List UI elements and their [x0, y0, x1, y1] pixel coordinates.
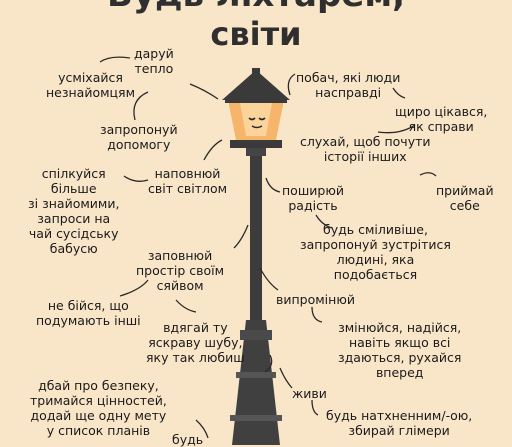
- note-give-warmth: дaруй тепло: [134, 46, 174, 76]
- note-accept-yourself: приймай себе: [436, 183, 494, 213]
- note-fill-space: заповнюй простір своїм сяйвом: [136, 248, 225, 293]
- note-ask-how: щиро цікався, як справи: [395, 104, 488, 134]
- note-spread-joy: поширюй радість: [282, 183, 344, 213]
- note-communicate: спілкуйся більше зі знайомими, запроси н…: [28, 166, 120, 256]
- note-be-brave: будь сміливіше, запропонуй зустрітися лю…: [300, 222, 451, 282]
- note-take-care: дбай про безпеку, тримайся цінностей, до…: [30, 378, 167, 438]
- note-offer-help: запропонуй допомогу: [100, 122, 178, 152]
- note-fill-world: наповнюй світ світлом: [148, 166, 228, 196]
- title-line-1: Будь ліхтарем,: [0, 0, 512, 12]
- note-smile-strangers: усміхайся незнайомцям: [46, 70, 136, 100]
- arrows: [99, 56, 437, 439]
- note-dont-fear: не бійся, що подумають інші: [36, 298, 141, 328]
- lamppost: [230, 148, 282, 445]
- note-be-inspired: будь натхненним/-ою, збирай глімери: [326, 408, 473, 438]
- note-change-hope: змінюйся, надійся, навіть якщо всі здают…: [338, 320, 462, 380]
- title-line-2: світи: [210, 15, 302, 53]
- note-live: живи: [292, 386, 327, 401]
- note-wear-coat: вдягай ту яскраву шубу, яку так любиш: [146, 320, 245, 365]
- note-be: будь: [172, 432, 204, 447]
- note-listen: слухай, щоб почути історії інших: [300, 134, 431, 164]
- note-radiate: випромінюй: [276, 292, 355, 307]
- note-see-people: побач, які люди насправді: [296, 70, 401, 100]
- lantern: [222, 68, 290, 148]
